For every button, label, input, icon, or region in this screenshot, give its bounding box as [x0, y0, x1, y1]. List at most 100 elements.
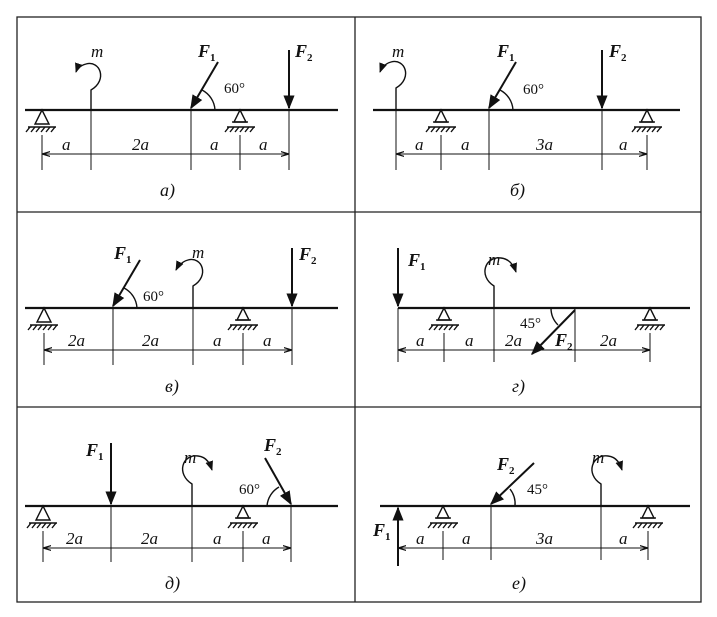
force-f2-label: F2	[263, 435, 282, 458]
panel-d-labels: F1 m F2 60° 2a 2a a a д)	[66, 435, 282, 594]
force-f2-arrow	[489, 462, 535, 505]
moment-arrow	[379, 60, 407, 110]
dim-label: a	[259, 135, 268, 154]
angle-arc	[550, 307, 559, 326]
pin-support	[26, 504, 57, 529]
angle-arc	[509, 488, 516, 507]
force-f1-label: F1	[496, 41, 515, 64]
dim-label: a	[213, 331, 222, 350]
force-f2-arrow	[264, 457, 292, 506]
force-f1-label: F1	[372, 520, 391, 543]
dim-label: a	[416, 529, 425, 548]
panel-e	[380, 455, 690, 566]
moment-label: m	[592, 448, 604, 467]
dim-label: a	[465, 331, 474, 350]
force-f2-label: F2	[554, 330, 573, 353]
panel-g-labels: F1 m 45° F2 a a 2a 2a г)	[407, 250, 617, 397]
dim-label: 2a	[505, 331, 522, 350]
dim-label: 2a	[132, 135, 149, 154]
panel-a	[25, 50, 338, 170]
moment-label: m	[184, 448, 196, 467]
force-f2-label: F2	[298, 244, 317, 267]
panel-caption: а)	[160, 180, 175, 201]
panel-caption: в)	[165, 376, 179, 397]
angle-arc	[499, 89, 514, 111]
panel-e-labels: F1 F2 45° m a a 3a a е)	[372, 448, 628, 594]
dim-label: a	[461, 135, 470, 154]
angle-arc	[266, 486, 280, 507]
angle-label: 45°	[520, 316, 541, 332]
force-f1-arrow	[190, 61, 219, 110]
moment-arrow	[181, 455, 213, 506]
force-f2-label: F2	[294, 41, 313, 64]
force-f1-label: F1	[85, 440, 104, 463]
force-f1-label: F1	[113, 243, 132, 266]
dim-label: a	[62, 135, 71, 154]
moment-label: m	[488, 250, 500, 269]
roller-support	[425, 108, 456, 133]
force-f2-label: F2	[608, 41, 627, 64]
dim-label: 2a	[68, 331, 85, 350]
dim-label: a	[210, 135, 219, 154]
grid-frame	[16, 16, 702, 603]
roller-support	[224, 108, 255, 133]
force-f2-label: F2	[496, 454, 515, 477]
panel-d	[25, 443, 338, 562]
dim-label: 3a	[535, 135, 553, 154]
roller-support	[634, 306, 665, 331]
dim-label: a	[415, 135, 424, 154]
panel-g	[392, 248, 690, 362]
panel-caption: д)	[165, 573, 180, 594]
moment-label: m	[91, 42, 103, 61]
angle-label: 60°	[224, 81, 245, 97]
angle-label: 60°	[523, 82, 544, 98]
dim-label: a	[416, 331, 425, 350]
force-f2-arrow	[531, 309, 576, 356]
pin-support	[25, 108, 56, 133]
moment-arrow	[591, 455, 623, 506]
pin-support	[27, 306, 58, 331]
roller-support	[631, 108, 662, 133]
dim-label: 2a	[66, 529, 83, 548]
roller-support	[227, 306, 258, 331]
moment-label: m	[392, 42, 404, 61]
dim-label: a	[263, 331, 272, 350]
force-f1-arrow	[488, 61, 517, 110]
dim-label: a	[462, 529, 471, 548]
angle-arc	[123, 287, 138, 309]
roller-support	[427, 504, 458, 529]
dim-label: 2a	[142, 331, 159, 350]
dim-label: a	[262, 529, 271, 548]
dim-label: a	[619, 529, 628, 548]
dimension-extension-lines	[395, 110, 648, 170]
dimension-extension-lines	[41, 110, 290, 170]
moment-label: m	[192, 243, 204, 262]
roller-support	[632, 504, 663, 529]
dim-label: 2a	[141, 529, 158, 548]
moment-arrow	[175, 258, 204, 308]
angle-label: 60°	[143, 289, 164, 305]
roller-support	[428, 306, 459, 331]
force-f1-label: F1	[197, 41, 216, 64]
angle-label: 45°	[527, 482, 548, 498]
dim-label: 2a	[600, 331, 617, 350]
panel-caption: б)	[510, 180, 525, 201]
dim-label: a	[213, 529, 222, 548]
panel-v	[25, 248, 338, 365]
panel-b	[373, 50, 680, 170]
panel-v-labels: F1 60° m F2 2a 2a a a в)	[68, 243, 317, 397]
dimension-extension-lines	[43, 308, 293, 365]
panel-caption: г)	[512, 376, 525, 397]
panel-a-labels: m F1 60° F2 a 2a a a а)	[62, 41, 313, 201]
panel-b-labels: m F1 60° F2 a a 3a a б)	[392, 41, 628, 201]
dimension-extension-lines	[397, 506, 649, 560]
dimension-extension-lines	[397, 308, 651, 362]
roller-support	[227, 504, 258, 529]
dim-label: a	[619, 135, 628, 154]
angle-label: 60°	[239, 482, 260, 498]
force-f1-arrow	[112, 259, 141, 308]
angle-arc	[201, 89, 216, 111]
moment-arrow	[75, 62, 102, 110]
moment-arrow	[484, 257, 517, 308]
